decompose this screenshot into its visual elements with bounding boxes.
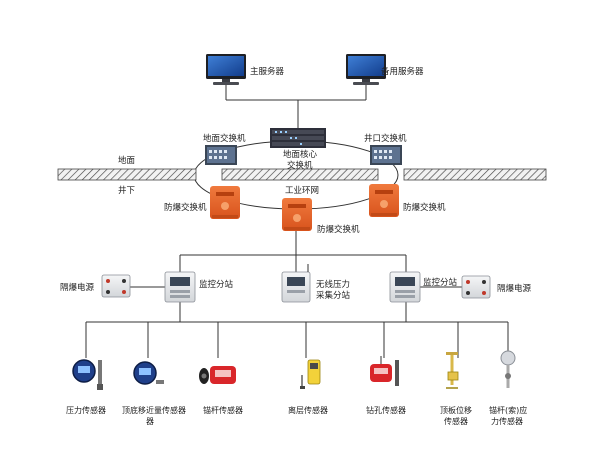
explosion-proof-switch-left-label: 防爆交换机 (164, 202, 207, 213)
core-switch-label-1: 地面核心 (283, 149, 318, 160)
ground-line (57, 168, 547, 181)
roof-floor-convergence-sensor[interactable] (133, 361, 164, 385)
sensor-label-line2: 力传感器 (491, 416, 523, 426)
flameproof-power-right[interactable] (461, 275, 491, 299)
borehole-sensor[interactable] (370, 356, 399, 386)
sensor-label: 顶底移近量传感器 (122, 405, 186, 415)
sensor-label: 离层传感器 (288, 405, 328, 415)
backup-server-label: 备用服务器 (381, 66, 424, 77)
sensor-label: 顶板位移 (440, 405, 472, 415)
core-switch-label-2: 交换机 (287, 160, 313, 171)
ground-switch-left-label: 地面交换机 (203, 133, 246, 144)
sensor-label-line2: 器 (146, 417, 154, 426)
monitor-station-left-label: 监控分站 (199, 279, 234, 290)
pressure-sensor[interactable] (72, 359, 103, 390)
main-server-label: 主服务器 (250, 66, 285, 77)
ground-label: 地面 (118, 155, 136, 166)
wellhead-switch-right-label: 井口交换机 (364, 133, 407, 144)
separation-layer-sensor[interactable] (300, 359, 321, 389)
flameproof-power-left-label: 隔爆电源 (60, 282, 95, 293)
flameproof-power-left[interactable] (101, 274, 131, 298)
sensor-label: 锚杆(索)应 (489, 405, 527, 415)
sensor-label-line2: 传感器 (444, 416, 468, 426)
anchor-cable-stress-sensor[interactable] (500, 350, 516, 388)
roof-displacement-sensor[interactable] (446, 352, 459, 389)
explosion-proof-switch-right-label: 防爆交换机 (403, 202, 446, 213)
main-server[interactable] (206, 54, 246, 85)
sensor-label: 锚杆传感器 (203, 405, 243, 415)
wellhead-switch-right[interactable] (370, 145, 402, 165)
wireless-pressure-station[interactable] (281, 264, 311, 303)
industrial-ring-label: 工业环网 (285, 185, 319, 196)
wireless-station-label-1: 无线压力 (316, 279, 350, 290)
wireless-station-label-2: 采集分站 (316, 290, 351, 301)
sensor-label: 压力传感器 (66, 405, 106, 415)
backup-server[interactable] (346, 54, 386, 85)
monitor-station-right-label: 监控分站 (423, 277, 458, 288)
monitor-station-left[interactable] (164, 271, 196, 303)
explosion-proof-switch-right[interactable] (369, 184, 399, 217)
flameproof-power-right-label: 隔爆电源 (497, 283, 532, 294)
explosion-proof-switch-bottom-label: 防爆交换机 (317, 224, 360, 235)
underground-label: 井下 (118, 185, 136, 196)
monitor-station-right[interactable] (389, 271, 421, 303)
anchor-bolt-sensor[interactable] (199, 366, 236, 384)
explosion-proof-switch-left[interactable] (210, 186, 240, 219)
ground-switch-left[interactable] (205, 145, 237, 165)
sensor-label: 钻孔传感器 (366, 405, 406, 415)
explosion-proof-switch-bottom[interactable] (282, 198, 312, 231)
core-switch-rack[interactable] (270, 128, 326, 148)
